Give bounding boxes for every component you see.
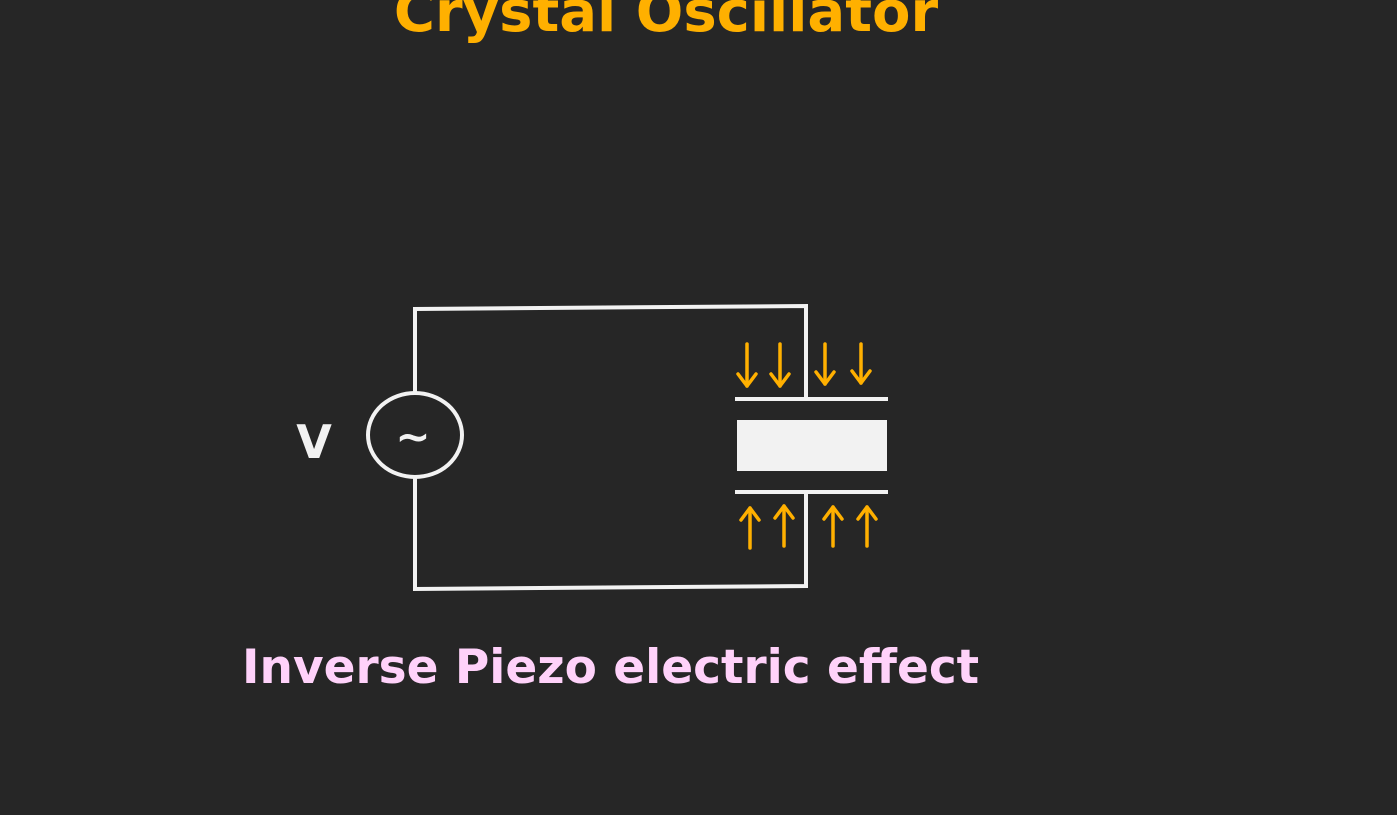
source-label: V — [296, 415, 332, 469]
crystal-block — [737, 420, 887, 471]
arrow-icon — [773, 504, 795, 548]
circuit-wires — [413, 303, 808, 592]
arrow-icon — [736, 342, 758, 388]
arrow-icon — [856, 505, 878, 548]
source-symbol: ~ — [395, 412, 430, 461]
arrow-icon — [769, 342, 791, 388]
slide-title: Crystal Oscillator — [393, 0, 939, 45]
ac-voltage-source-icon: ~ — [366, 391, 464, 479]
caption: Inverse Piezo electric effect — [242, 640, 980, 695]
down-arrows — [736, 342, 872, 388]
arrow-icon — [814, 342, 836, 386]
source-circle — [366, 391, 464, 479]
arrow-icon — [739, 506, 761, 550]
wire-top — [413, 303, 808, 399]
arrow-icon — [822, 505, 844, 548]
crystal-element-icon — [735, 397, 888, 494]
wire-bottom — [413, 476, 808, 592]
up-arrows — [739, 504, 878, 550]
arrow-icon — [850, 342, 872, 385]
